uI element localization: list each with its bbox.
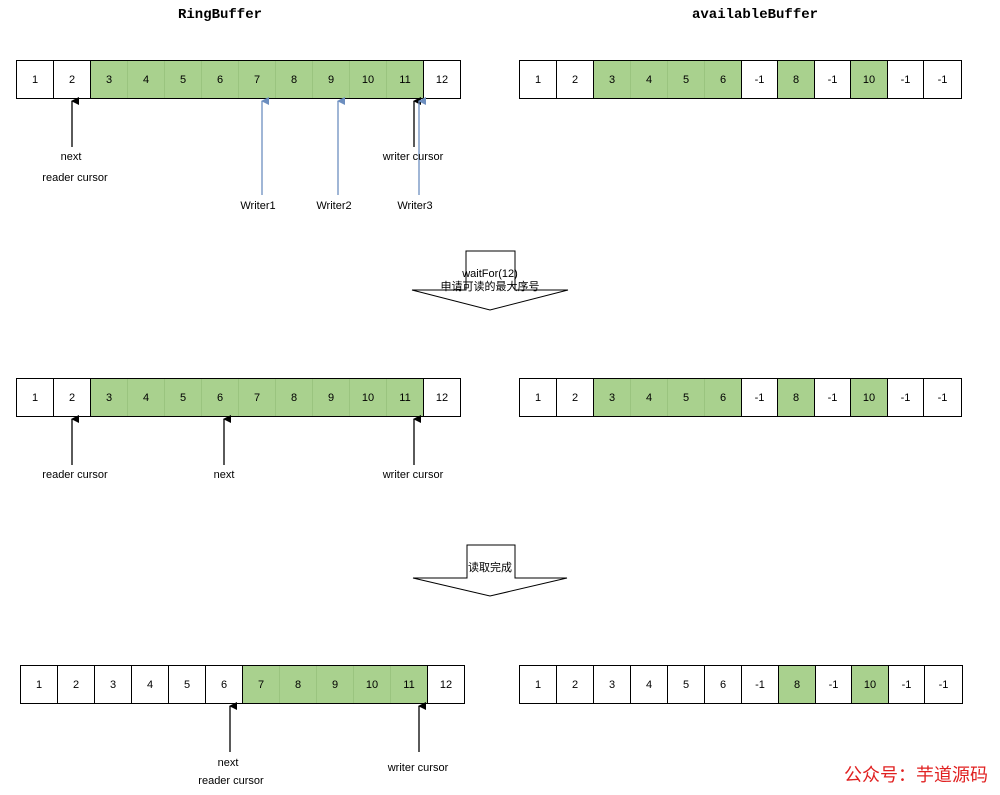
available-cell-7: -1 <box>742 666 779 703</box>
available-cell-8: 8 <box>778 379 815 416</box>
transition-arrow-2 <box>412 544 568 597</box>
ring-cell-9: 9 <box>317 666 354 703</box>
ring-cell-1: 1 <box>17 379 54 416</box>
ring-cell-6: 6 <box>206 666 243 703</box>
label-writer3: Writer3 <box>397 200 433 212</box>
available-cell-5: 5 <box>668 666 705 703</box>
ring-cell-11: 11 <box>391 666 428 703</box>
label-writer2: Writer2 <box>316 200 352 212</box>
ring-cell-10: 10 <box>350 379 387 416</box>
available-cell-7: -1 <box>741 379 778 416</box>
available-cell-10: 10 <box>851 379 888 416</box>
transition-1-text: waitFor(12) 申请可读的最大序号 <box>441 268 540 294</box>
ring-cell-9: 9 <box>313 61 350 98</box>
available-cell-11: -1 <box>887 379 924 416</box>
ring-cell-8: 8 <box>276 61 313 98</box>
available-cell-2: 2 <box>557 379 594 416</box>
available-cell-8: 8 <box>778 61 815 98</box>
transition-2-text: 读取完成 <box>468 562 512 574</box>
ring-cell-12: 12 <box>427 666 464 703</box>
available-cell-2: 2 <box>557 666 594 703</box>
available-cell-10: 10 <box>851 61 888 98</box>
ring-cell-4: 4 <box>128 61 165 98</box>
available-cell-4: 4 <box>631 379 668 416</box>
label-next-3: next <box>217 757 239 769</box>
available-cell-12: -1 <box>924 61 961 98</box>
ring-cell-3: 3 <box>91 61 128 98</box>
available-cell-1: 1 <box>520 666 557 703</box>
available-cell-9: -1 <box>815 666 852 703</box>
available-cell-1: 1 <box>520 61 557 98</box>
ring-cell-5: 5 <box>169 666 206 703</box>
available-cell-3: 3 <box>594 379 631 416</box>
ring-cell-1: 1 <box>21 666 58 703</box>
ring-cell-2: 2 <box>54 61 91 98</box>
ring-cell-12: 12 <box>423 379 460 416</box>
available-cell-11: -1 <box>887 61 924 98</box>
available-cell-5: 5 <box>668 379 705 416</box>
label-reader-cursor-2: reader cursor <box>42 469 108 481</box>
ring-cell-5: 5 <box>165 379 202 416</box>
ring-cell-3: 3 <box>95 666 132 703</box>
ringbuffer-title: RingBuffer <box>178 7 263 23</box>
available-cell-11: -1 <box>888 666 925 703</box>
available-cell-6: 6 <box>705 61 742 98</box>
ring-cell-9: 9 <box>313 379 350 416</box>
ring-cell-12: 12 <box>423 61 460 98</box>
available-cell-6: 6 <box>705 379 742 416</box>
ring-cell-10: 10 <box>350 61 387 98</box>
label-writer-cursor-3: writer cursor <box>387 762 449 774</box>
label-next-2: next <box>213 469 235 481</box>
available-cell-7: -1 <box>741 61 778 98</box>
ring-cell-6: 6 <box>202 379 239 416</box>
available-cell-12: -1 <box>924 379 961 416</box>
available-cell-9: -1 <box>814 379 851 416</box>
available-cell-3: 3 <box>594 666 631 703</box>
ring-cell-4: 4 <box>128 379 165 416</box>
available-cell-3: 3 <box>594 61 631 98</box>
ring-cell-1: 1 <box>17 61 54 98</box>
available-cell-4: 4 <box>631 61 668 98</box>
ring-cell-8: 8 <box>276 379 313 416</box>
watermark: 公众号：芋道源码 <box>844 765 988 786</box>
ring-cell-2: 2 <box>58 666 95 703</box>
available-cell-12: -1 <box>925 666 962 703</box>
label-next-1: next <box>60 151 82 163</box>
available-cell-2: 2 <box>557 61 594 98</box>
label-writer-cursor-2: writer cursor <box>382 469 444 481</box>
label-reader-cursor-1: reader cursor <box>42 172 108 184</box>
ring-cell-2: 2 <box>54 379 91 416</box>
transition-1-line1: waitFor(12) <box>462 268 518 280</box>
ring-cell-3: 3 <box>91 379 128 416</box>
label-reader-cursor-3: reader cursor <box>198 775 264 787</box>
ring-cell-5: 5 <box>165 61 202 98</box>
ring-cell-7: 7 <box>243 666 280 703</box>
availablebuffer-title: availableBuffer <box>692 7 819 23</box>
ring-cell-4: 4 <box>132 666 169 703</box>
available-cell-9: -1 <box>814 61 851 98</box>
transition-1-line2: 申请可读的最大序号 <box>440 281 540 293</box>
available-cell-6: 6 <box>705 666 742 703</box>
label-writer-cursor-1: writer cursor <box>382 151 444 163</box>
ring-cell-6: 6 <box>202 61 239 98</box>
available-cell-4: 4 <box>631 666 668 703</box>
available-cell-5: 5 <box>668 61 705 98</box>
ring-cell-10: 10 <box>354 666 391 703</box>
label-writer1: Writer1 <box>240 200 276 212</box>
ring-cell-8: 8 <box>280 666 317 703</box>
available-cell-1: 1 <box>520 379 557 416</box>
transition-arrow-1 <box>411 250 569 311</box>
ring-cell-7: 7 <box>239 61 276 98</box>
ring-cell-7: 7 <box>239 379 276 416</box>
